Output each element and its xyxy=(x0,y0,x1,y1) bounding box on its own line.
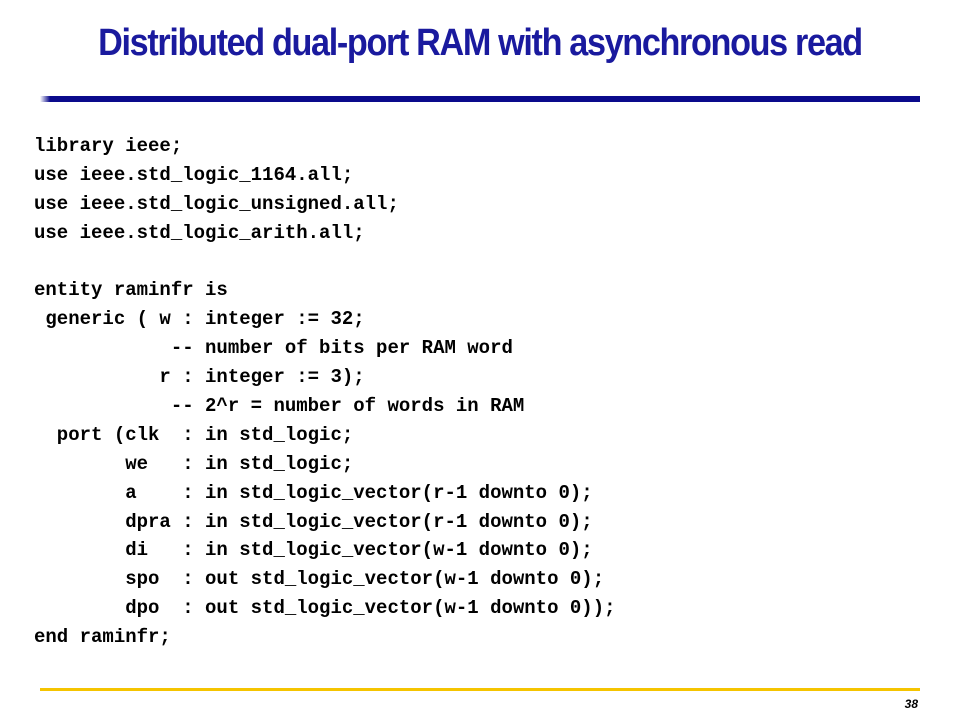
title-underline-rule-fade xyxy=(40,96,50,102)
code-line: di : in std_logic_vector(w-1 downto 0); xyxy=(34,539,593,562)
code-line: dpo : out std_logic_vector(w-1 downto 0)… xyxy=(34,597,616,620)
code-line: r : integer := 3); xyxy=(34,366,365,389)
vhdl-code-block: library ieee; use ieee.std_logic_1164.al… xyxy=(34,132,616,652)
code-line: dpra : in std_logic_vector(r-1 downto 0)… xyxy=(34,510,593,533)
code-line: entity raminfr is xyxy=(34,279,228,302)
code-line-blank xyxy=(34,248,616,277)
slide-title: Distributed dual-port RAM with asynchron… xyxy=(98,22,863,64)
code-line: port (clk : in std_logic; xyxy=(34,423,354,446)
code-line: -- number of bits per RAM word xyxy=(34,337,513,360)
code-line: generic ( w : integer := 32; xyxy=(34,308,365,331)
code-line: use ieee.std_logic_1164.all; xyxy=(34,163,354,186)
code-line: use ieee.std_logic_unsigned.all; xyxy=(34,192,399,215)
code-line: a : in std_logic_vector(r-1 downto 0); xyxy=(34,481,593,504)
page-number: 38 xyxy=(904,697,918,711)
code-line: use ieee.std_logic_arith.all; xyxy=(34,221,365,244)
code-line: -- 2^r = number of words in RAM xyxy=(34,395,525,418)
code-line: spo : out std_logic_vector(w-1 downto 0)… xyxy=(34,568,605,591)
code-line: end raminfr; xyxy=(34,626,171,649)
title-underline-rule xyxy=(40,96,920,102)
footer-rule xyxy=(40,688,920,691)
code-line: library ieee; xyxy=(34,135,183,157)
code-line: we : in std_logic; xyxy=(34,452,354,475)
